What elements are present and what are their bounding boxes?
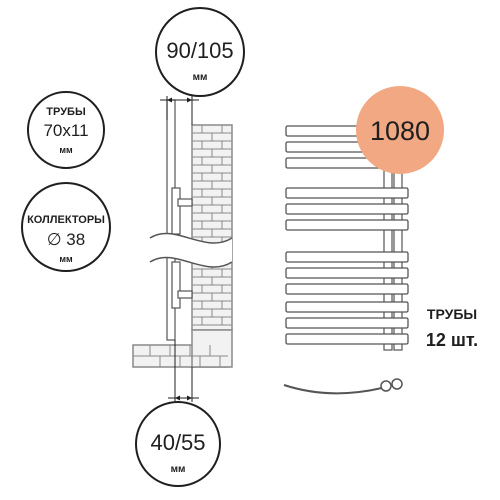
valve-icon	[380, 378, 403, 392]
pipes-spec-value: 70x11	[43, 121, 88, 140]
brick-wall-icon	[132, 124, 233, 368]
top-dimension-unit: мм	[193, 72, 208, 83]
pipes-spec-unit: мм	[59, 145, 73, 155]
pipes-count-value: 12 шт.	[426, 330, 478, 350]
collectors-spec-value: ∅ 38	[47, 230, 85, 249]
towel-rail-5	[285, 203, 409, 215]
towel-rail-9	[285, 283, 409, 295]
towel-rail-12	[285, 333, 409, 345]
collectors-spec-badge: КОЛЛЕКТОРЫ ∅ 38 мм	[21, 182, 111, 272]
top-dimension-value: 90/105	[166, 38, 233, 63]
collectors-spec-label: КОЛЛЕКТОРЫ	[27, 214, 105, 226]
bottom-dimension-value: 40/55	[150, 430, 205, 455]
pipes-spec-label: ТРУБЫ	[46, 106, 86, 118]
towel-rail-11	[285, 317, 409, 329]
top-dimension-badge: 90/105 мм	[155, 7, 245, 97]
towel-rail-7	[285, 251, 409, 263]
pipes-spec-badge: ТРУБЫ 70x11 мм	[27, 91, 105, 169]
bottom-dimension-lines	[168, 340, 199, 402]
height-badge-value: 1080	[370, 116, 430, 146]
wave-break-icon	[149, 232, 233, 268]
top-dimension-lines	[160, 96, 199, 125]
radiator-side-profile	[166, 99, 193, 341]
bottom-dimension-badge: 40/55 мм	[135, 401, 221, 487]
towel-rail-10	[285, 301, 409, 313]
towel-rail-4	[285, 187, 409, 199]
pipes-count: ТРУБЫ 12 шт.	[426, 306, 478, 350]
bottom-dimension-unit: мм	[171, 464, 186, 475]
pipes-count-label: ТРУБЫ	[427, 306, 477, 322]
towel-rail-8	[285, 267, 409, 279]
height-badge: 1080	[356, 86, 444, 174]
collectors-spec-unit: мм	[59, 254, 73, 264]
towel-rail-6	[285, 219, 409, 231]
